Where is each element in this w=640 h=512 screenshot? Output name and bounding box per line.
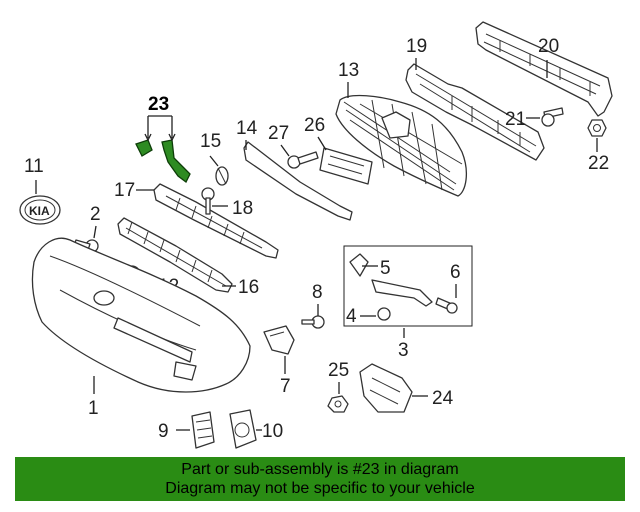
callout-13: 13 (338, 60, 359, 81)
callout-27: 27 (268, 123, 289, 144)
part-7-side-bracket (263, 325, 295, 355)
part-21-bolt (541, 107, 564, 127)
callout-6: 6 (450, 262, 461, 283)
part-25-nut (327, 395, 349, 413)
part-19-energy-absorber (405, 63, 545, 161)
callout-1: 1 (88, 398, 99, 419)
part-16-lower-grille (117, 217, 233, 293)
callout-11: 11 (24, 156, 44, 177)
callout-17: 17 (114, 180, 135, 201)
part-23-bracket-assembly (135, 139, 191, 183)
callout-5: 5 (380, 258, 391, 279)
parts-diagram: 20 19 21 22 13 26 27 14 (19, 21, 613, 449)
part-1-bumper-cover (31, 237, 251, 393)
callout-19: 19 (406, 36, 427, 57)
part-14-garnish-strip (243, 141, 353, 221)
part-11-emblem: KIA (19, 195, 61, 225)
callout-22: 22 (588, 153, 609, 174)
callout-23: 23 (148, 94, 169, 115)
callout-14: 14 (236, 118, 258, 139)
part-15-clip (215, 166, 229, 186)
vehicle-fit-banner: Part or sub-assembly is #23 in diagram D… (15, 457, 625, 501)
part-27-screw (287, 151, 319, 169)
banner-line-1: Part or sub-assembly is #23 in diagram (181, 461, 459, 478)
callout-9: 9 (158, 421, 169, 442)
part-9-fog-lamp-cover (191, 411, 215, 449)
part-17-upper-grille (153, 183, 279, 259)
part-18-screw (201, 187, 215, 215)
callout-24: 24 (432, 388, 454, 409)
callout-21: 21 (505, 109, 526, 130)
callout-25: 25 (328, 360, 349, 381)
callout-3: 3 (398, 340, 409, 361)
callout-18: 18 (232, 198, 253, 219)
callout-7: 7 (280, 376, 291, 397)
part-26-license-bracket (319, 147, 373, 185)
callout-15: 15 (200, 131, 221, 152)
callout-4: 4 (346, 306, 357, 327)
part-22-nut (587, 119, 607, 137)
callout-16: 16 (238, 277, 259, 298)
banner-line-2: Diagram may not be specific to your vehi… (165, 480, 475, 497)
part-20-reinforcement-beam (475, 21, 613, 117)
callout-8: 8 (312, 282, 323, 303)
part-24-sensor-module (359, 363, 413, 413)
callout-2: 2 (90, 204, 101, 225)
part-8-screw (301, 315, 325, 329)
emblem-lettering: KIA (29, 204, 50, 218)
part-10-fog-lamp (229, 409, 257, 449)
callout-20: 20 (538, 36, 559, 57)
part-3-bracket-group (343, 245, 473, 327)
callout-26: 26 (304, 115, 325, 136)
part-13-radiator-grille (335, 94, 468, 197)
callout-10: 10 (262, 421, 283, 442)
